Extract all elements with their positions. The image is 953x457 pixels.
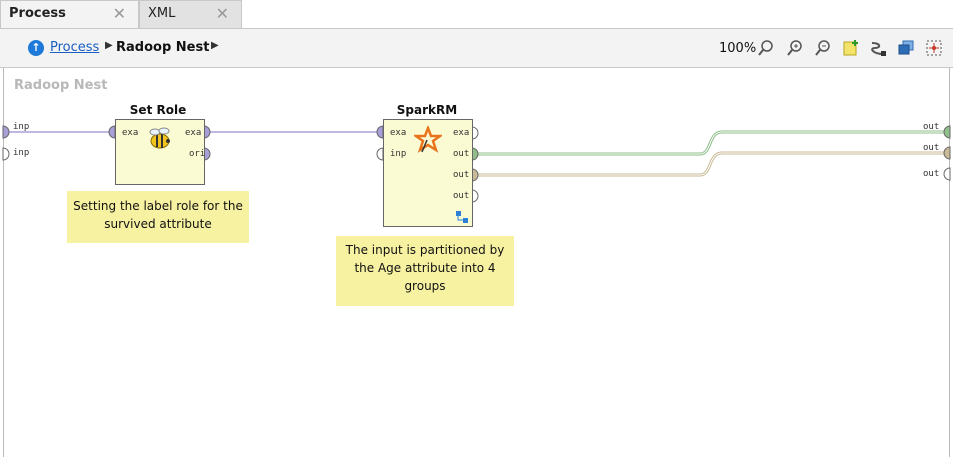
subprocess-icon[interactable] [455,209,469,228]
layers-icon[interactable] [897,39,915,57]
canvas-port-label: out [923,143,940,153]
breadcrumb-process-link[interactable]: Process [50,40,100,55]
port-label: exa [185,128,202,138]
operator-set-role[interactable]: exa exa ori [115,119,205,185]
zoom-in-icon[interactable] [786,39,804,57]
spark-star-icon [412,124,444,158]
note-set-role[interactable]: Setting the label role for the survived … [67,191,249,243]
zoom-out-icon[interactable] [814,39,832,57]
zoom-fit-icon[interactable] [757,39,775,57]
canvas-input-port[interactable] [2,147,10,161]
breadcrumb-current: Radoop Nest [116,40,210,55]
breadcrumb-separator-icon: ▶ [105,40,113,51]
bee-icon [146,125,174,157]
sparkrm-input-port[interactable] [376,125,384,139]
navigate-up-icon[interactable]: ↑ [28,40,44,56]
sparkrm-title: SparkRM [396,103,458,117]
port-label: exa [390,128,407,138]
port-label: inp [390,149,407,159]
port-label: out [453,170,470,180]
canvas-input-port[interactable] [2,125,10,139]
tab-xml-label: XML [148,6,176,21]
canvas-output-port[interactable] [943,125,951,139]
canvas-title: Radoop Nest [14,78,108,93]
canvas-output-port[interactable] [943,167,951,181]
note-sparkrm[interactable]: The input is partitioned by the Age attr… [336,236,514,306]
tab-process-label: Process [9,6,66,21]
port-label: exa [453,128,470,138]
close-icon[interactable]: ✕ [215,4,229,23]
arrange-icon[interactable] [925,39,943,57]
process-toolbar: ↑ Process ▶ Radoop Nest ▶ 100% [0,28,953,68]
canvas-port-label: inp [13,122,30,132]
port-label: ori [189,149,206,159]
tab-bar: Process ✕ XML ✕ [0,0,953,28]
setrole-input-port[interactable] [108,125,116,139]
tab-process[interactable]: Process ✕ [0,0,139,28]
canvas-port-label: out [923,122,940,132]
canvas-port-label: inp [13,148,30,158]
add-note-icon[interactable] [842,39,860,57]
sparkrm-input-port[interactable] [376,147,384,161]
port-label: out [453,191,470,201]
auto-wire-icon[interactable] [869,39,887,57]
breadcrumb-expand-icon[interactable]: ▶ [211,40,219,51]
setrole-title: Set Role [129,103,187,117]
operator-sparkrm[interactable]: exa inp exa out out out [383,119,473,227]
tab-xml[interactable]: XML ✕ [139,0,242,28]
canvas-port-label: out [923,169,940,179]
zoom-level: 100% [719,41,757,56]
close-icon[interactable]: ✕ [112,4,126,23]
canvas-output-port[interactable] [943,146,951,160]
port-label: exa [122,128,139,138]
port-label: out [453,149,470,159]
